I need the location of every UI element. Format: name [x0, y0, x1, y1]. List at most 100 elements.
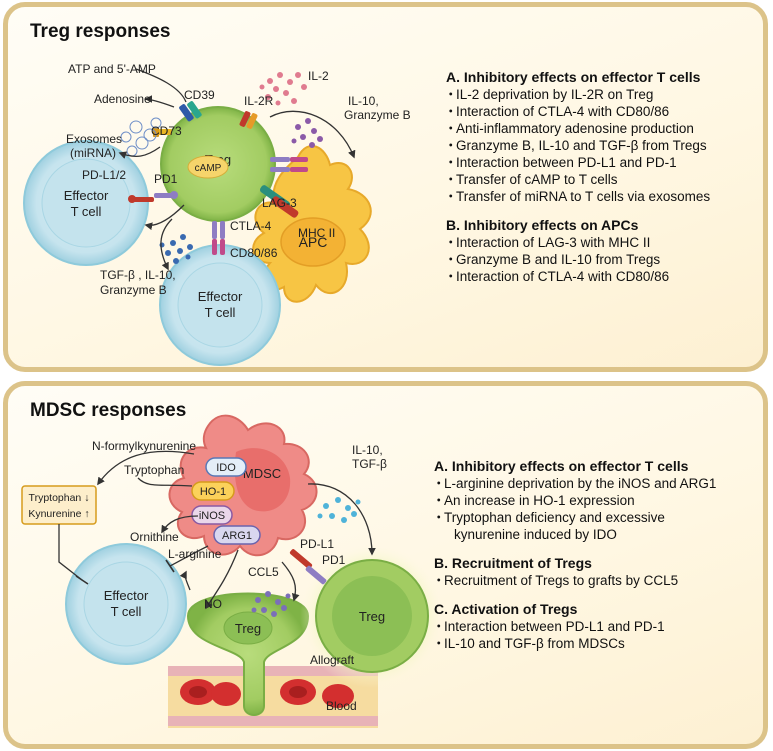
treg-effects-list: A. Inhibitory effects on effector T cell…: [444, 69, 763, 285]
svg-text:T cell: T cell: [71, 204, 102, 219]
effects-b-heading: B. Inhibitory effects on APCs: [446, 217, 639, 233]
list-item: IL-10 and TGF-β from MDSCs: [432, 635, 763, 652]
ho1-pill: HO-1: [191, 481, 235, 501]
effects-c-heading: C. Activation of Tregs: [434, 601, 578, 617]
list-item: Interaction of CTLA-4 with CD80/86: [444, 103, 763, 120]
list-item: Granzyme B and IL-10 from Tregs: [444, 251, 763, 268]
camp-label: cAMP: [195, 163, 222, 174]
blood-label: Blood: [326, 699, 357, 713]
svg-text:HO-1: HO-1: [200, 486, 226, 498]
mirna-label: (miRNA): [70, 146, 116, 160]
list-item: Tryptophan deficiency and excessive: [432, 509, 763, 526]
treg-cell: Treg cAMP: [160, 106, 276, 222]
tgf-label: TGF-β: [352, 457, 387, 471]
arg1-pill: ARG1: [213, 525, 261, 545]
svg-text:Effector: Effector: [64, 188, 109, 203]
box-inhibit-line: [58, 524, 83, 581]
allograft-label: Allograft: [310, 653, 355, 667]
il10-tgf-dots: [317, 497, 361, 523]
adenosine-label: Adenosine: [94, 92, 151, 106]
tryptophan-kynurenine-box: Tryptophan ↓ Kynurenine ↑: [21, 485, 97, 525]
lag3-label: LAG-3: [262, 196, 297, 210]
tgf-label: TGF-β , IL-10,: [100, 268, 176, 282]
cd8086-label: CD80/86: [230, 246, 278, 260]
no-label: NO: [204, 597, 222, 611]
cd73-label: CD73: [151, 124, 182, 138]
list-item: Interaction of LAG-3 with MHC II: [444, 234, 763, 251]
list-item: Interaction of CTLA-4 with CD80/86: [444, 268, 763, 285]
svg-text:T cell: T cell: [205, 305, 236, 320]
apc-cell: APC: [252, 145, 372, 303]
cd39-label: CD39: [184, 88, 215, 102]
ctla4-label: CTLA-4: [230, 219, 272, 233]
ccl5-arrow: [281, 561, 300, 602]
lag3-mhc2-pair: [259, 185, 299, 218]
adenosine-arrow: [144, 95, 175, 108]
atp-arrow: [135, 68, 187, 103]
atp-label: ATP and 5'-AMP: [68, 62, 156, 76]
ctla4-cd8086-tcell: [212, 221, 225, 255]
tryptophan-line: [137, 477, 193, 487]
svg-text:T cell: T cell: [111, 604, 142, 619]
svg-text:Treg: Treg: [235, 621, 261, 636]
il10-label: IL-10,: [352, 443, 383, 457]
effector-t-cell-bottom: Effector T cell: [159, 244, 281, 366]
pdl1-pd1-pair: [289, 549, 327, 585]
no-arrow: [205, 549, 239, 610]
svg-text:IDO: IDO: [216, 462, 236, 474]
effects-b-heading: B. Recruitment of Tregs: [434, 555, 592, 571]
exosome-arrow: [118, 146, 161, 159]
ornithine-label: Ornithine: [130, 530, 179, 544]
list-item: Interaction between PD-L1 and PD-1: [432, 618, 763, 635]
effects-a-heading: A. Inhibitory effects on effector T cell…: [434, 458, 689, 474]
mdsc-effects-list: A. Inhibitory effects on effector T cell…: [432, 458, 763, 652]
nfk-arrow: [97, 450, 195, 486]
ccl5-label: CCL5: [248, 565, 279, 579]
tryptophan-label: Tryptophan: [124, 463, 184, 477]
panel-title: Treg responses: [30, 21, 171, 42]
svg-text:Kynurenine ↑: Kynurenine ↑: [28, 508, 89, 520]
panel-title: MDSC responses: [30, 400, 187, 421]
il2-dots: [259, 72, 307, 106]
tgf-granzyme-label: Granzyme B: [100, 283, 167, 297]
pdl1-label: PD-L1/2: [82, 168, 126, 182]
list-item: Interaction between PD-L1 and PD-1: [444, 154, 763, 171]
treg-responses-panel: Treg responses APC Effector T cell: [3, 2, 768, 372]
nfk-label: N-formylkynurenine: [92, 439, 196, 453]
ornithine-inhibit-line: [169, 545, 209, 567]
pdl1-label: PD-L1: [300, 537, 334, 551]
apc-label: APC: [299, 234, 328, 250]
list-item: Transfer of miRNA to T cells via exosome…: [444, 188, 763, 205]
il10-label: IL-10,: [348, 94, 379, 108]
ornithine-arrow: [161, 515, 199, 534]
cd39-receptor: [179, 101, 202, 122]
mdsc-label: MDSC: [243, 466, 281, 481]
svg-text:iNOS: iNOS: [199, 510, 225, 522]
svg-text:Tryptophan ↓: Tryptophan ↓: [29, 492, 90, 504]
granzyme-label: Granzyme B: [344, 108, 411, 122]
mdsc-diagram: Treg Effector T cell Treg MDSC IDO: [21, 414, 438, 728]
list-item-continuation: kynurenine induced by IDO: [454, 527, 617, 542]
treg-right-cell: Treg: [300, 544, 438, 688]
pd1-label: PD1: [322, 553, 346, 567]
larginine-label: L-arginine: [168, 547, 222, 561]
il2r-label: IL-2R: [244, 94, 274, 108]
treg-diagram: APC Effector T cell Effector T cell Treg…: [23, 62, 411, 366]
cd73-receptor: [153, 127, 172, 137]
il2r-receptor: [239, 111, 258, 129]
exosomes-label: Exosomes: [66, 132, 122, 146]
mhc2-label: MHC II: [298, 226, 335, 240]
il10-arrow: [307, 483, 376, 556]
list-item: An increase in HO-1 expression: [432, 492, 763, 509]
svg-text:Effector: Effector: [104, 588, 149, 603]
svg-text:ARG1: ARG1: [222, 530, 252, 542]
ido-pill: IDO: [205, 457, 247, 477]
list-item: Transfer of cAMP to T cells: [444, 171, 763, 188]
effector-t-cell: Effector T cell: [65, 543, 187, 665]
treg-bottom-cell: Treg: [186, 592, 310, 716]
pd1-label: PD1: [154, 172, 178, 186]
ctla4-cd8086-apc: [270, 157, 308, 172]
ccl5-dots: [251, 591, 291, 617]
effector-t-cell-left: Effector T cell: [23, 140, 149, 266]
il10-to-apc-arrow: [269, 110, 356, 159]
